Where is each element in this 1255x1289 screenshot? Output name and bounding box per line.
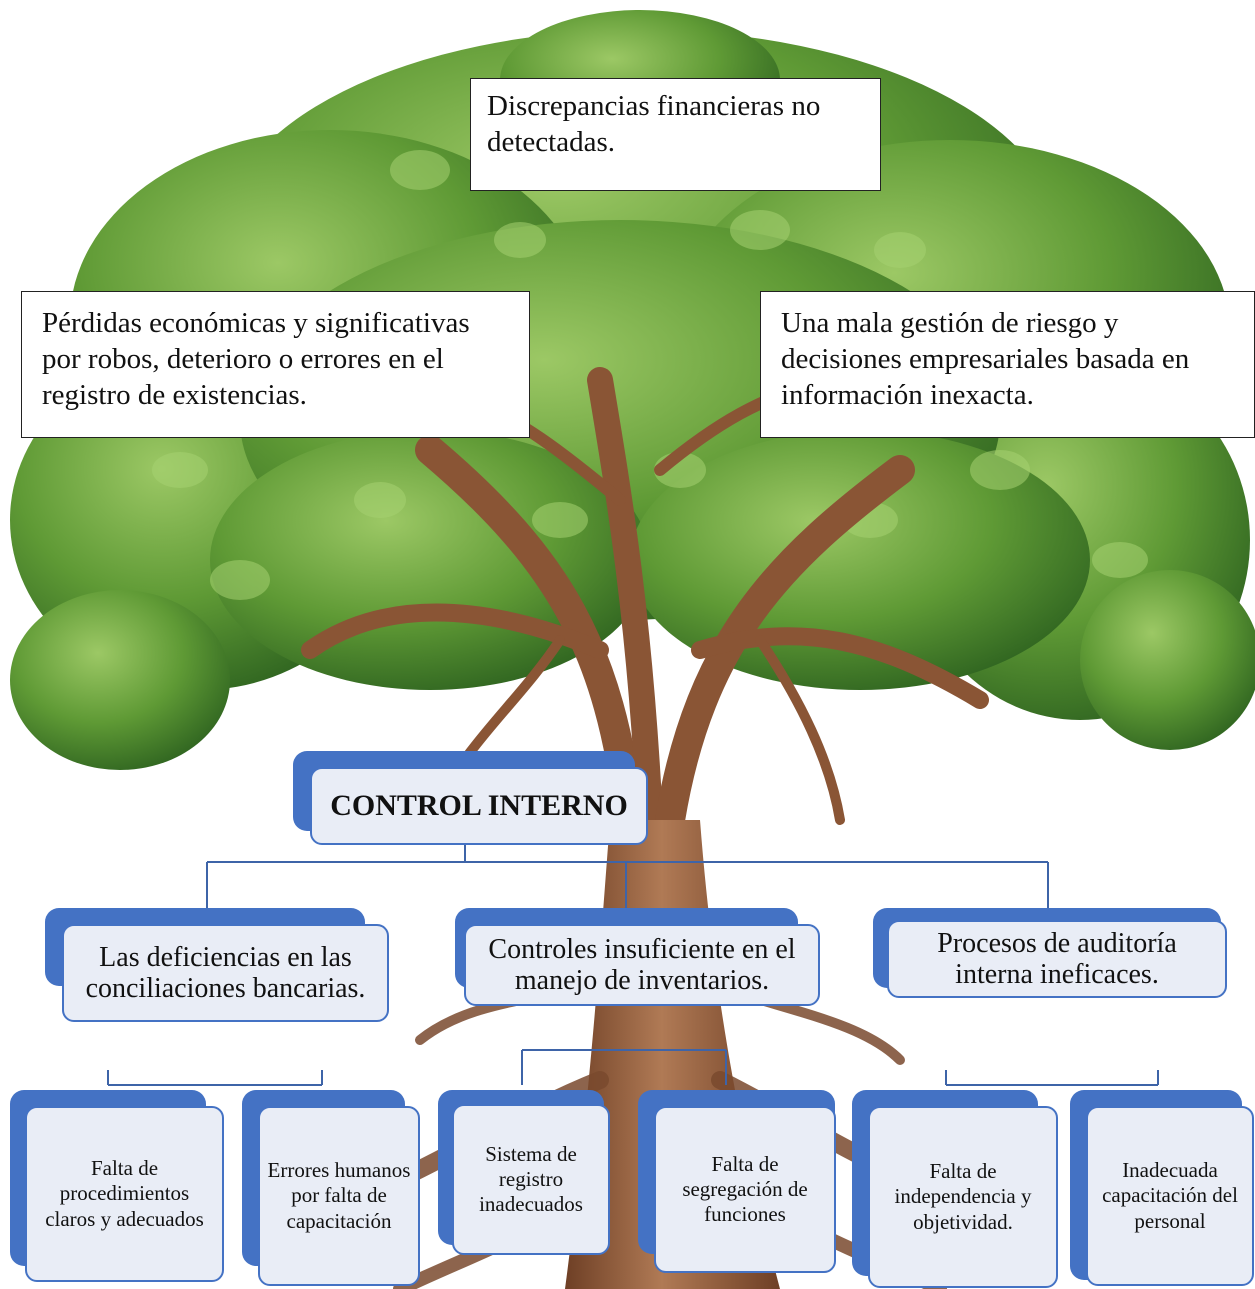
effect-text-left: Pérdidas económicas y significativas por… (42, 307, 470, 411)
effect-box-top: Discrepancias financieras no detectadas. (470, 78, 881, 191)
effect-box-right: Una mala gestión de riesgo y decisiones … (760, 291, 1255, 438)
leaf-texture (152, 150, 1148, 600)
leaf-label-3-2: Inadecuada capacitación del personal (1102, 1158, 1238, 1233)
branch-label-1: Las deficiencias en las conciliaciones b… (85, 941, 366, 1004)
leaf-label-3-1: Falta de independencia y objetividad. (894, 1159, 1032, 1234)
leaf-label-2-2: Falta de segregación de funciones (682, 1151, 808, 1227)
effect-text-right: Una mala gestión de riesgo y decisiones … (781, 307, 1190, 411)
branch-label-3: Procesos de auditoría interna ineficaces… (937, 927, 1177, 990)
root-node-label: CONTROL INTERNO (330, 789, 628, 822)
effect-box-left: Pérdidas económicas y significativas por… (21, 291, 530, 438)
leaf-label-1-1: Falta de procedimientos claros y adecuad… (45, 1156, 204, 1231)
branches (301, 367, 989, 835)
branch-label-2: Controles insuficiente en el manejo de i… (488, 933, 796, 996)
effect-text-top: Discrepancias financieras no detectadas. (487, 90, 821, 158)
leaf-label-2-1: Sistema de registro inadecuados (479, 1141, 583, 1217)
leaf-label-1-2: Errores humanos por falta de capacitació… (267, 1158, 411, 1233)
